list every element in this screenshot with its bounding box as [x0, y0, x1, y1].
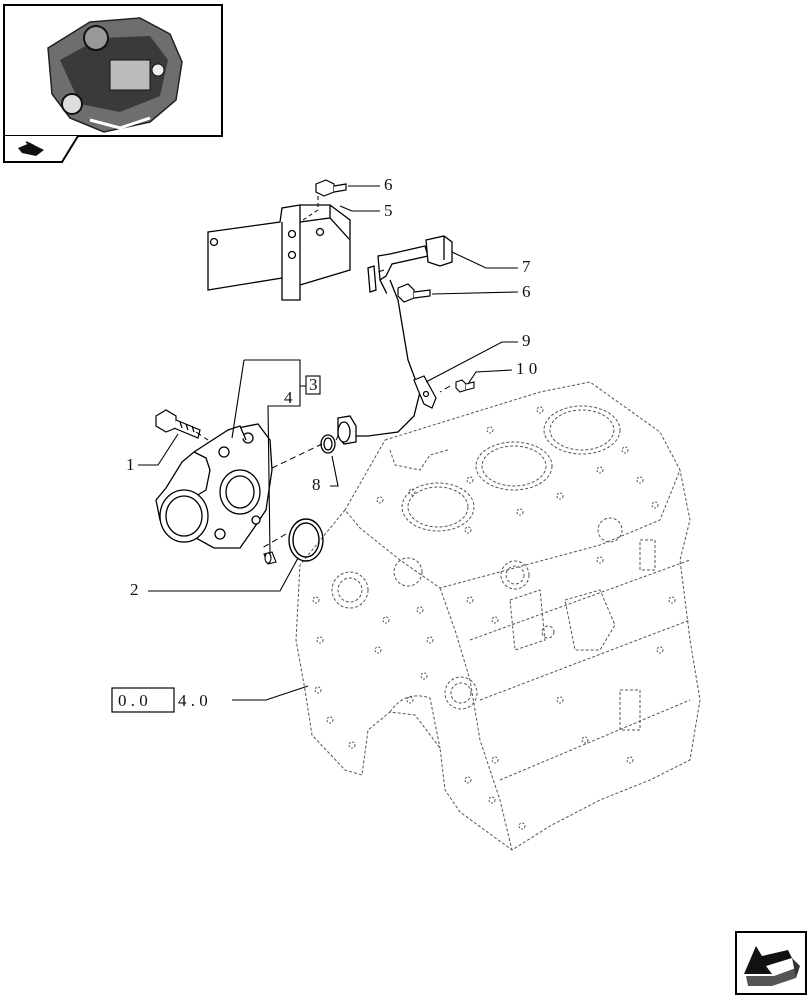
navigate-button[interactable] [735, 931, 807, 995]
assembly-dashed-lines [195, 269, 451, 549]
callout-6-top[interactable]: 6 [384, 175, 393, 194]
navigate-arrow-icon [744, 946, 800, 986]
callout-2[interactable]: 2 [130, 580, 139, 599]
oring-part-8[interactable] [320, 434, 336, 454]
engine-thumbnail[interactable] [3, 4, 223, 137]
leader-lines [138, 185, 519, 701]
callout-1[interactable]: 1 [126, 455, 135, 474]
engine-thumbnail-icon [47, 17, 183, 133]
pipe-part-7[interactable] [337, 235, 453, 445]
section-tab[interactable] [3, 135, 79, 163]
callout-3-box[interactable]: 3 [305, 375, 321, 395]
bracket-part-5[interactable] [207, 204, 351, 301]
oring-part-2[interactable] [288, 518, 324, 562]
callout-9[interactable]: 9 [522, 331, 531, 350]
dowel-part-4[interactable] [263, 551, 277, 565]
screw-part-10[interactable] [455, 379, 475, 393]
section-reference-rest: 4 . 0 [178, 691, 208, 710]
bolt-part-6-lower[interactable] [397, 283, 431, 303]
section-reference[interactable]: 0 . 0 4 . 0 [111, 687, 208, 713]
section-tab-icon [18, 141, 44, 156]
section-reference-boxed: 0 . 0 [118, 691, 148, 710]
engine-block [295, 381, 701, 851]
clip-part-9[interactable] [413, 375, 437, 409]
callout-8[interactable]: 8 [312, 475, 321, 494]
callout-4[interactable]: 4 [284, 388, 293, 407]
bolt-part-1[interactable] [155, 409, 201, 439]
thermostat-housing-part-3[interactable] [155, 423, 273, 549]
callout-3: 3 [309, 375, 318, 394]
callout-6-lower[interactable]: 6 [522, 282, 531, 301]
callout-10[interactable]: 1 0 [516, 359, 537, 378]
bolt-part-6-top[interactable] [315, 179, 347, 197]
bolt-6-leader-dashed [299, 196, 319, 223]
callout-7[interactable]: 7 [522, 257, 531, 276]
callout-5[interactable]: 5 [384, 201, 393, 220]
